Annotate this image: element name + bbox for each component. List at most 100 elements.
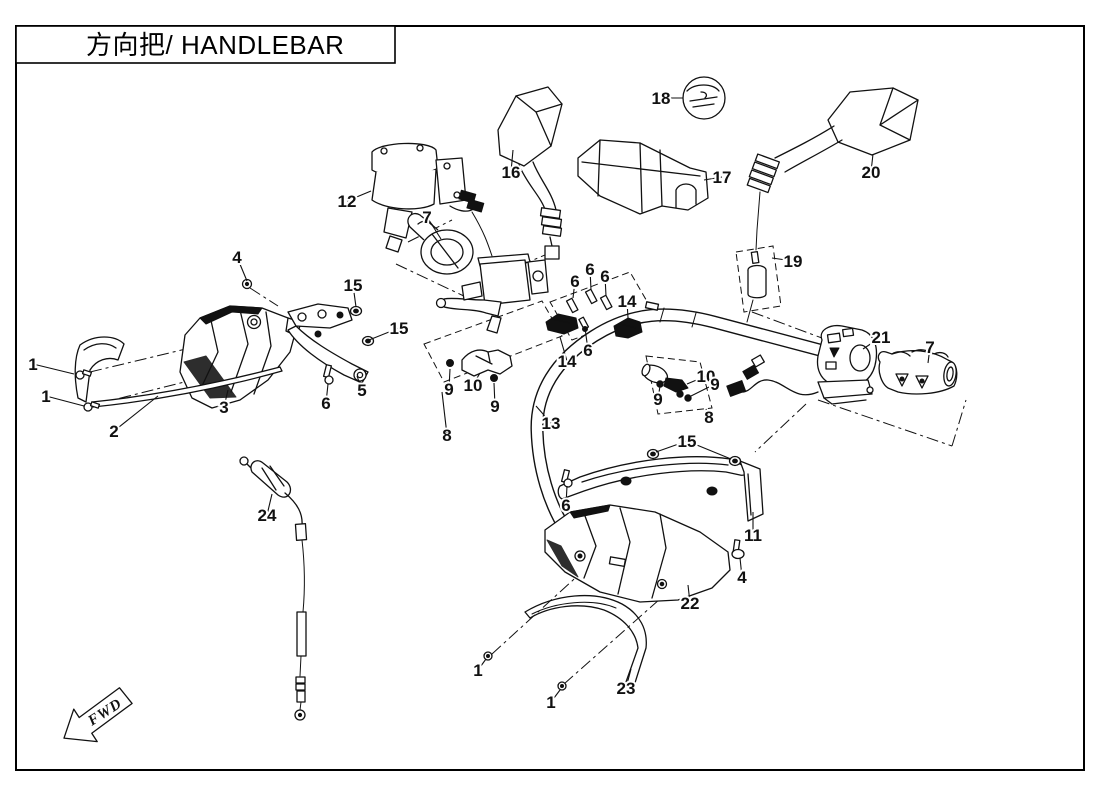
callout-leader <box>113 395 159 432</box>
callout-leader <box>441 391 448 436</box>
part-16-left-mirror <box>497 86 563 260</box>
callout-leader <box>32 363 75 375</box>
callout-leader <box>368 327 400 341</box>
fasteners <box>75 278 745 691</box>
part-7-right-grip <box>877 349 958 395</box>
part-number-label: 15 <box>678 432 697 451</box>
callout-leader <box>426 216 442 240</box>
callout-leader <box>572 280 576 299</box>
callout-leader <box>535 405 552 424</box>
part-number-label: 6 <box>600 267 609 286</box>
callout-leader <box>223 389 229 408</box>
callout-leader <box>448 368 451 390</box>
part-21-switch-housing <box>726 324 878 405</box>
callout-leader <box>771 257 794 262</box>
part-number-label: 6 <box>321 394 330 413</box>
part-number-label: 9 <box>653 390 662 409</box>
part-number-label: 6 <box>583 341 592 360</box>
part-number-label: 14 <box>618 292 637 311</box>
callout-leader <box>870 153 874 173</box>
part-number-label: 1 <box>28 355 37 374</box>
part-number-label: 6 <box>570 272 579 291</box>
part-14-bar-clamps <box>545 288 643 339</box>
callout-leader <box>657 385 661 400</box>
part-number-label: 1 <box>41 387 50 406</box>
part-number-label: 10 <box>464 376 483 395</box>
part-number-label: 8 <box>442 426 451 445</box>
part-number-label: 4 <box>232 248 242 267</box>
callout-leader <box>266 493 273 516</box>
part-10-clamp-right <box>641 363 692 402</box>
callout-leader <box>584 327 589 351</box>
part-13-handlebar-tube <box>530 301 857 539</box>
title-box <box>15 25 396 64</box>
part-2-guard-trim <box>74 336 283 408</box>
callout-leader <box>739 557 743 578</box>
callout-leader <box>687 584 691 604</box>
part-number-label: 15 <box>344 276 363 295</box>
part-number-label: 9 <box>444 380 453 399</box>
part-3-left-handguard <box>179 305 302 409</box>
part-number-label: 11 <box>744 526 762 545</box>
part-number-label: 3 <box>219 398 228 417</box>
part-number-label: 1 <box>546 693 555 712</box>
callout-leader <box>325 383 329 404</box>
part-number-label: 9 <box>490 397 499 416</box>
callout-leader <box>45 395 85 407</box>
callout-leader <box>352 284 357 308</box>
callout-leader <box>550 689 561 703</box>
part-number-label: 17 <box>713 168 732 187</box>
part-number-label: 20 <box>862 163 881 182</box>
callout-leader <box>862 336 882 350</box>
part-number-label: 6 <box>585 260 594 279</box>
part-11-guard-bracket-strip <box>557 456 764 522</box>
part-number-label: 8 <box>704 408 713 427</box>
part-number-label: 2 <box>109 422 118 441</box>
part-22-right-handguard <box>544 504 731 603</box>
part-19-mirror-adapter <box>746 250 767 323</box>
part-number-label: 7 <box>422 208 431 227</box>
part-number-label: 13 <box>542 414 561 433</box>
part-number-label: 16 <box>502 163 521 182</box>
part-number-label: 9 <box>710 375 719 394</box>
brake-master-cylinder-lever <box>435 253 549 334</box>
callout-leader <box>559 336 568 362</box>
part-20-right-mirror <box>746 87 919 251</box>
callout-leader <box>703 176 723 181</box>
fwd-arrow: FWD <box>63 687 133 743</box>
callout-leader <box>477 658 487 671</box>
part-number-label: 12 <box>338 192 357 211</box>
callout-leader <box>625 668 632 689</box>
part-10-lever-perch-left <box>446 349 513 382</box>
part-number-label: 15 <box>390 319 409 338</box>
part-17-handlebar-cover <box>577 139 709 215</box>
callout-leader <box>493 382 496 407</box>
part-number-label: 24 <box>258 506 277 525</box>
callout-leader <box>565 485 568 506</box>
callout-leader <box>472 372 481 386</box>
callout-leader <box>705 408 710 418</box>
part-number-label: 22 <box>681 594 700 613</box>
part-number-label: 1 <box>473 661 482 680</box>
part-number-label: 7 <box>925 338 934 357</box>
callout-leader <box>236 256 248 282</box>
callout-leader <box>927 346 931 364</box>
part-number-label: 23 <box>617 679 636 698</box>
part-number-label: 21 <box>872 328 891 347</box>
part-number-label: 18 <box>652 89 671 108</box>
part-number-label: 6 <box>561 496 570 515</box>
callout-leader <box>604 275 607 297</box>
part-7-left-grip <box>407 212 474 275</box>
callout-leader <box>589 268 592 291</box>
callout-leader <box>686 375 707 385</box>
callout-leader <box>346 190 372 202</box>
part-24-throttle-cable <box>239 456 308 721</box>
part-number-label: 19 <box>784 252 803 271</box>
part-number-label: 10 <box>697 367 716 386</box>
callout-leader <box>655 440 688 453</box>
part-5-guard-bracket <box>287 303 369 384</box>
part-number-label: 4 <box>737 568 747 587</box>
